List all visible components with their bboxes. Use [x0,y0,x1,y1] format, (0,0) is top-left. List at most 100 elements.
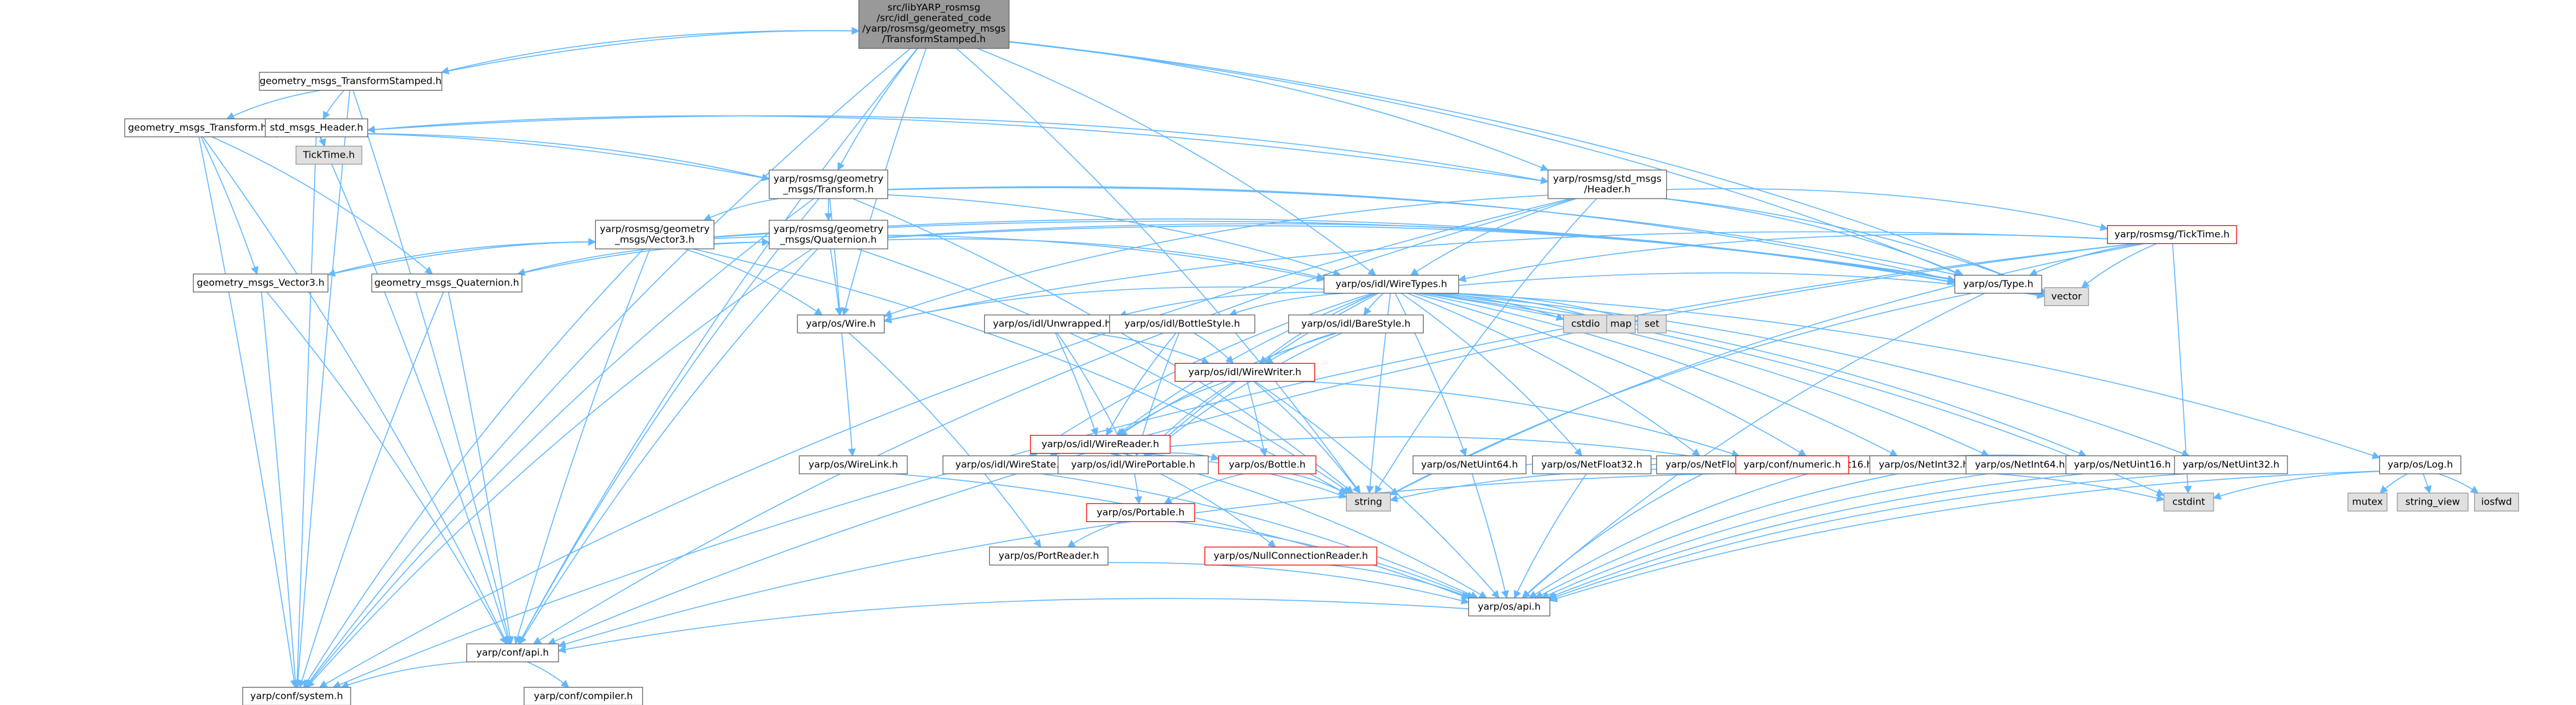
edge-root-to-rm-transform [837,48,918,171]
edge-root-to-string [956,48,1361,494]
edge-barestyle-to-wireportable [1146,332,1342,457]
edge-rm-ticktime-to-string [1389,243,2145,495]
node-gm-quat[interactable]: geometry_msgs_Quaternion.h [371,273,523,293]
node-label: geometry_msgs_Quaternion.h [374,277,519,289]
edge-netfloat32-to-osapi [1514,474,1587,599]
node-cstdint: cstdint [2163,492,2214,512]
node-wire[interactable]: yarp/os/Wire.h [797,314,885,334]
node-box [858,0,1010,49]
node-ostype[interactable]: yarp/os/Type.h [1954,274,2042,294]
node-bottle[interactable]: yarp/os/Bottle.h [1218,455,1317,475]
edge-rm-quat-to-confsystem [306,248,812,688]
node-unwrapped[interactable]: yarp/os/idl/Unwrapped.h [984,314,1120,334]
edge-rm-vector3-to-confapi [513,248,650,645]
node-rm-quat[interactable]: yarp/rosmsg/geometry_msgs/Quaternion.h [768,220,889,249]
node-label: set [1645,318,1659,330]
node-netuint16[interactable]: yarp/os/NetUint16.h [2065,455,2179,475]
edge-root-to-vector [1008,41,2045,292]
node-netuint32[interactable]: yarp/os/NetUint32.h [2174,455,2288,475]
node-string-view: string_view [2397,492,2469,512]
node-wirewriter[interactable]: yarp/os/idl/WireWriter.h [1174,362,1316,382]
header-nodes: src/libYARP_rosmsg/src/idl_generated_cod… [124,0,2520,705]
node-bottlestyle[interactable]: yarp/os/idl/BottleStyle.h [1109,314,1255,334]
node-confapi[interactable]: yarp/conf/api.h [466,643,559,663]
edge-wiretypes-to-oslog [1442,292,2381,459]
edge-netuint16-to-osapi [1547,473,2084,599]
node-rm-transform[interactable]: yarp/rosmsg/geometry_msgs/Transform.h [768,169,889,199]
edge-rm-header-to-wiretypes [1410,198,1577,276]
node-label: string [1355,496,1383,508]
node-wiretypes[interactable]: yarp/os/idl/WireTypes.h [1323,274,1460,294]
node-box [1345,492,1391,512]
edge-rm-header-to-string [1375,198,1597,494]
node-wireportable[interactable]: yarp/os/idl/WirePortable.h [1057,455,1209,475]
node-box [1547,169,1667,199]
node-portable[interactable]: yarp/os/Portable.h [1086,503,1195,523]
node-numeric[interactable]: yarp/conf/numeric.h [1735,455,1849,475]
edge-portreader-to-osapi [1108,562,1470,605]
node-oslog[interactable]: yarp/os/Log.h [2379,455,2462,475]
edge-gm-tstamped-to-confapi [352,90,513,645]
node-label: yarp/os/NetInt64.h [1975,459,2065,470]
edge-netuint32-to-osapi [1549,473,2186,601]
node-confcompiler[interactable]: yarp/conf/compiler.h [523,686,644,705]
edge-std-hdr-to-rm-header [367,115,1549,185]
edge-rm-vector3-to-wire [684,248,823,316]
edge-netint64-to-osapi [1540,473,1988,599]
edge-wirereader-to-numeric [1170,436,1737,466]
node-rm-ticktime[interactable]: yarp/rosmsg/TickTime.h [2107,225,2237,245]
node-confsystem[interactable]: yarp/conf/system.h [242,686,351,705]
edge-root-to-wiretypes [977,48,1376,276]
edge-wiretypes-to-netuint32 [1433,292,2190,457]
edge-rm-header-to-rm-ticktime [1666,188,2109,231]
node-box [192,273,329,293]
edge-rm-vector3-to-string [693,248,1347,495]
node-netuint64[interactable]: yarp/os/NetUint64.h [1412,455,1527,475]
edge-wiretypes-to-netfloat64 [1407,292,1700,457]
node-gm-vector3[interactable]: geometry_msgs_Vector3.h [192,273,329,293]
node-netfloat32[interactable]: yarp/os/NetFloat32.h [1532,455,1652,475]
node-rm-vector3[interactable]: yarp/rosmsg/geometry_msgs/Vector3.h [595,220,715,249]
node-rm-header[interactable]: yarp/rosmsg/std_msgs/Header.h [1547,169,1667,199]
node-gm-tstamped[interactable]: geometry_msgs_TransformStamped.h [259,71,442,91]
node-box [242,686,351,705]
node-netint32[interactable]: yarp/os/NetInt32.h [1869,455,1978,475]
edge-rm-header-to-std-hdr [367,115,1548,182]
node-label: yarp/os/idl/BottleStyle.h [1124,318,1240,330]
node-label: mutex [2352,496,2382,508]
dependency-edges [198,27,2479,689]
edge-oslog-to-osapi [1549,470,2380,603]
node-box [2474,492,2520,512]
node-gm-transform[interactable]: geometry_msgs_Transform.h [124,118,271,138]
node-wirelink[interactable]: yarp/os/WireLink.h [799,455,908,475]
node-label: _msgs/Vector3.h [614,234,694,246]
edge-numeric-to-confapi [557,472,1736,648]
edge-gm-tstamped-to-gm-transform [226,89,321,120]
node-label: /yarp/rosmsg/geometry_msgs [862,23,1005,35]
node-label: cstdint [2173,496,2206,508]
node-wirestate[interactable]: yarp/os/idl/WireState.h [942,455,1079,475]
node-label: yarp/os/PortReader.h [999,550,1099,562]
node-wirereader[interactable]: yarp/os/idl/WireReader.h [1030,434,1171,454]
node-netint64[interactable]: yarp/os/NetInt64.h [1965,455,2075,475]
node-portreader[interactable]: yarp/os/PortReader.h [989,546,1109,566]
node-label: yarp/conf/api.h [476,647,549,658]
node-box [1468,597,1551,617]
edge-rm-ticktime-to-confapi [547,243,2137,645]
node-barestyle[interactable]: yarp/os/idl/BareStyle.h [1288,314,1424,334]
edge-unwrapped-to-wirewriter [1087,332,1210,364]
node-std-hdr[interactable]: std_msgs_Header.h [264,118,369,138]
node-root[interactable]: src/libYARP_rosmsg/src/idl_generated_cod… [858,0,1010,49]
edge-osapi-to-confapi [557,598,1469,653]
node-ticktime-sys: TickTime.h [295,145,362,165]
node-box [2174,455,2288,475]
node-osapi[interactable]: yarp/os/api.h [1468,597,1551,617]
node-nullconn[interactable]: yarp/os/NullConnectionReader.h [1204,546,1378,566]
edge-wirewriter-to-wirereader [1118,380,1227,436]
node-box [2397,492,2469,512]
node-label: yarp/conf/compiler.h [534,691,632,702]
edge-std-hdr-to-ticktime-sys [318,137,326,147]
node-box [1218,455,1317,475]
edge-wire-to-wirelink [841,333,856,457]
edge-oslog-to-cstdint [2212,470,2380,500]
